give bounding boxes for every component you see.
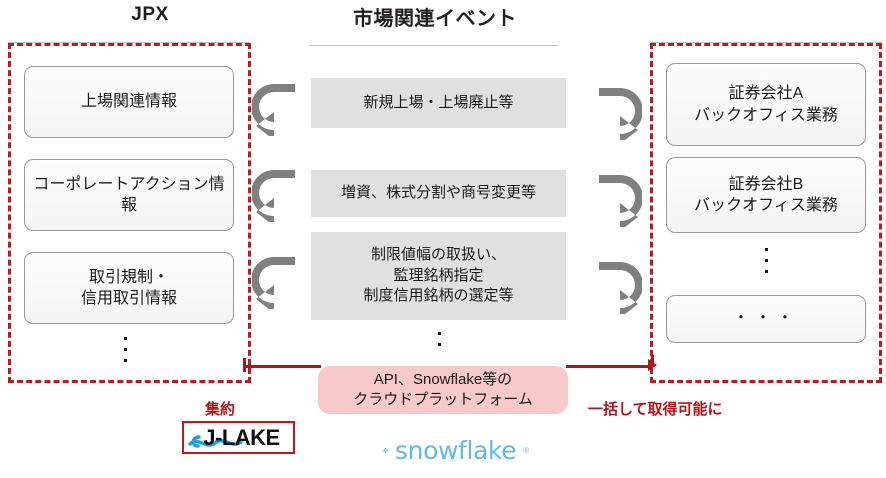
broker-box-b[interactable]: 証券会社B バックオフィス業務 <box>666 157 866 233</box>
label-aggregate: 集約 <box>205 401 236 418</box>
column-title-jpx: JPX <box>131 4 169 25</box>
snowflake-registered-mark: ® <box>523 445 529 455</box>
connector-line-right <box>566 365 652 368</box>
snowflake-wordmark: snowflake <box>395 435 517 465</box>
column-title-events: 市場関連イベント <box>353 8 517 30</box>
jlake-logo-text: J-LAKE <box>203 424 280 450</box>
jpx-group-frame <box>8 43 251 383</box>
event-box-price-limit[interactable]: 制限値幅の取扱い、 監理銘柄指定 制度信用銘柄の選定等 <box>311 232 566 320</box>
dot <box>123 358 127 362</box>
broker-more-indicator <box>763 243 769 277</box>
event-more-indicator <box>436 326 442 352</box>
jpx-more-indicator <box>122 332 128 366</box>
broker-box-others[interactable]: ・・・ <box>666 295 866 343</box>
uturn-right-arrow <box>596 88 643 144</box>
dot <box>764 247 768 251</box>
uturn-left-arrow <box>251 170 298 226</box>
uturn-left-arrow <box>251 257 298 313</box>
dot <box>437 343 441 346</box>
uturn-right-arrow <box>596 175 643 231</box>
dot <box>764 258 768 262</box>
dot <box>437 332 441 335</box>
label-bulk-acquire: 一括して取得可能に <box>588 401 723 418</box>
jpx-box-listing-info[interactable]: 上場関連情報 <box>24 66 234 138</box>
broker-group-frame <box>650 43 882 383</box>
event-box-capital-increase[interactable]: 増資、株式分割や商号変更等 <box>311 170 566 217</box>
header-rule-right <box>651 42 882 43</box>
uturn-left-arrow <box>251 84 298 140</box>
event-box-new-listing[interactable]: 新規上場・上場廃止等 <box>311 78 566 128</box>
jpx-box-trading-regulation[interactable]: 取引規制・ 信用取引情報 <box>24 252 234 324</box>
cloud-platform-box[interactable]: API、Snowflake等の クラウドプラットフォーム <box>318 366 568 414</box>
jlake-logo: J-LAKE <box>182 421 295 454</box>
connector-tick-right <box>651 355 654 367</box>
jpx-box-corporate-action[interactable]: コーポレートアクション情報 <box>24 159 234 231</box>
dot <box>764 269 768 273</box>
broker-box-a[interactable]: 証券会社A バックオフィス業務 <box>666 63 866 146</box>
snowflake-logo: snowflake ® <box>383 433 529 467</box>
snowflake-icon <box>383 447 388 453</box>
header-rule-events <box>310 45 558 46</box>
dot <box>123 347 127 351</box>
connector-line-left <box>243 365 321 368</box>
header-rule-left <box>8 42 250 43</box>
dot <box>123 336 127 340</box>
wave-icon <box>188 435 243 448</box>
uturn-right-arrow <box>596 262 643 318</box>
